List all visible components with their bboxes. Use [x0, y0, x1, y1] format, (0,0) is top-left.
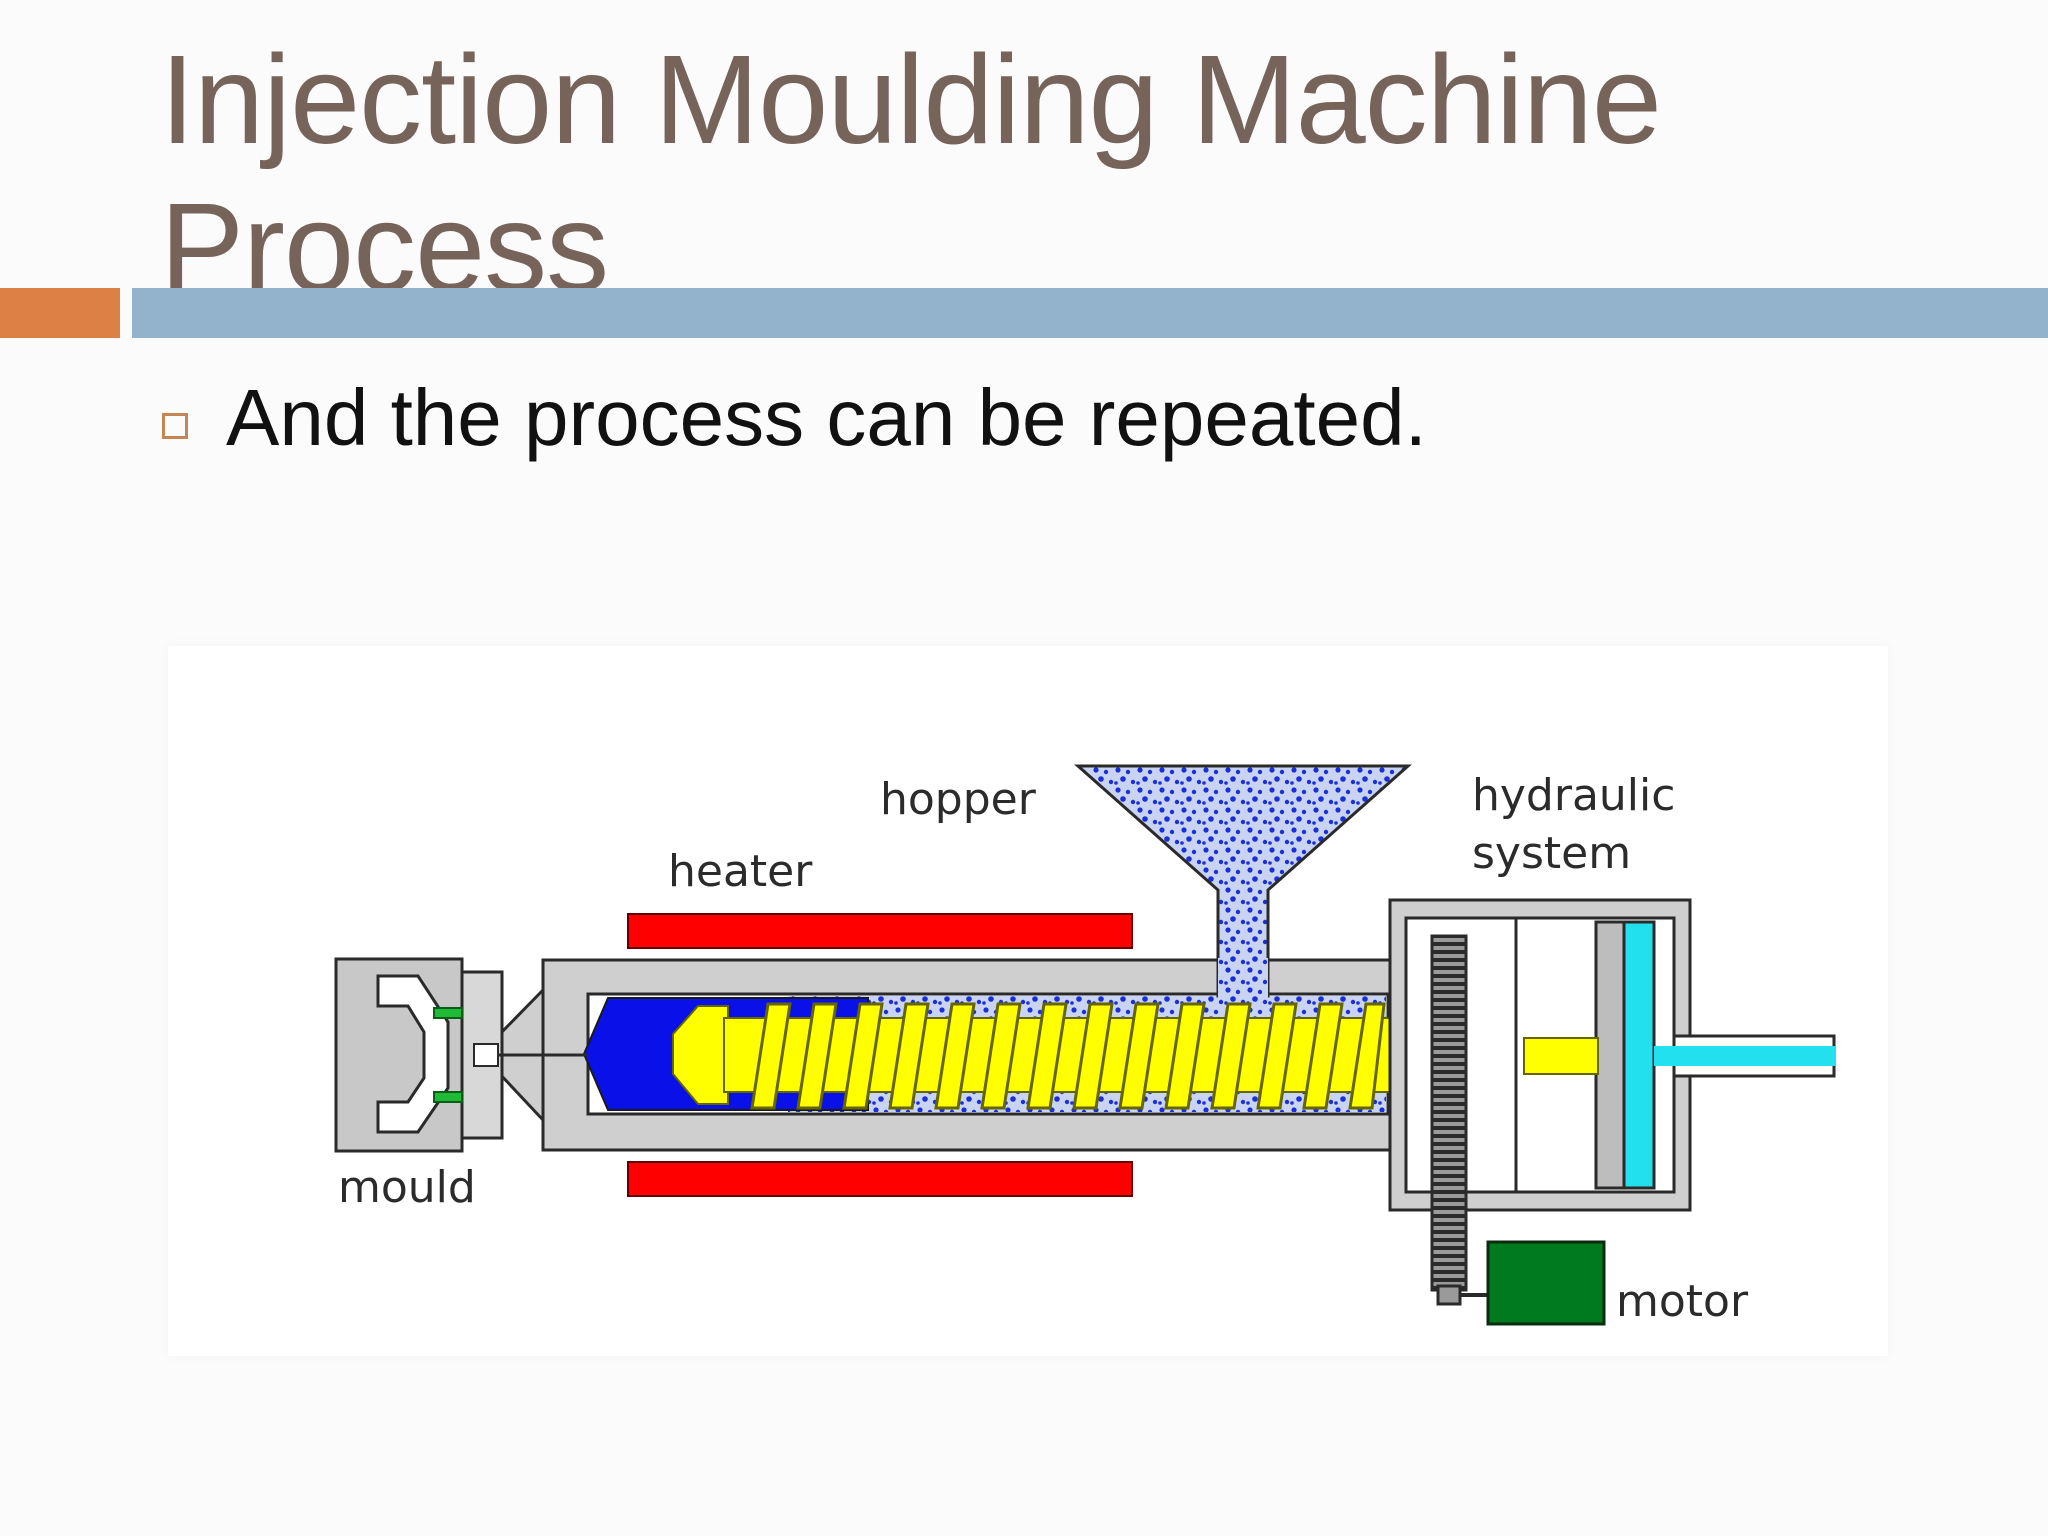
mould-part-top: [433, 1007, 463, 1019]
mould-label: mould: [338, 1162, 476, 1213]
square-bullet-icon: [162, 413, 188, 439]
hydraulic-piston: [1594, 920, 1626, 1190]
gear-hub: [1436, 1284, 1462, 1306]
heater-bottom: [627, 1161, 1133, 1197]
hopper-throat: [1218, 958, 1268, 998]
title-accent-bar: [0, 288, 120, 338]
bullet-text: And the process can be repeated.: [226, 373, 1427, 462]
slide-title: Injection Moulding Machine Process: [160, 29, 1662, 318]
hydraulic-label-line2: system: [1472, 828, 1631, 879]
drive-shaft: [1523, 1037, 1599, 1075]
injection-moulding-diagram: hopper heater hydraulic system mould mot…: [168, 646, 1888, 1356]
heater-top: [627, 913, 1133, 949]
hydraulic-pipe-fluid: [1654, 1046, 1836, 1066]
gear: [1430, 934, 1468, 1292]
diagram-svg: hopper heater hydraulic system mould mot…: [334, 764, 1836, 1327]
bullet-item: And the process can be repeated.: [162, 368, 1427, 468]
hopper-label: hopper: [880, 774, 1037, 825]
hydraulic-fluid: [1622, 920, 1656, 1190]
hydraulic-label-line1: hydraulic: [1472, 770, 1675, 821]
screw-flights: [750, 1002, 1386, 1110]
screw-tip: [672, 1005, 729, 1105]
motor-label: motor: [1616, 1276, 1749, 1327]
heater-label: heater: [668, 846, 813, 897]
mould-cavity: [376, 974, 450, 1134]
mould-part-bottom: [433, 1091, 463, 1103]
title-divider-bar: [132, 288, 2048, 338]
mould-sprue: [473, 1043, 499, 1067]
motor: [1486, 1240, 1606, 1326]
